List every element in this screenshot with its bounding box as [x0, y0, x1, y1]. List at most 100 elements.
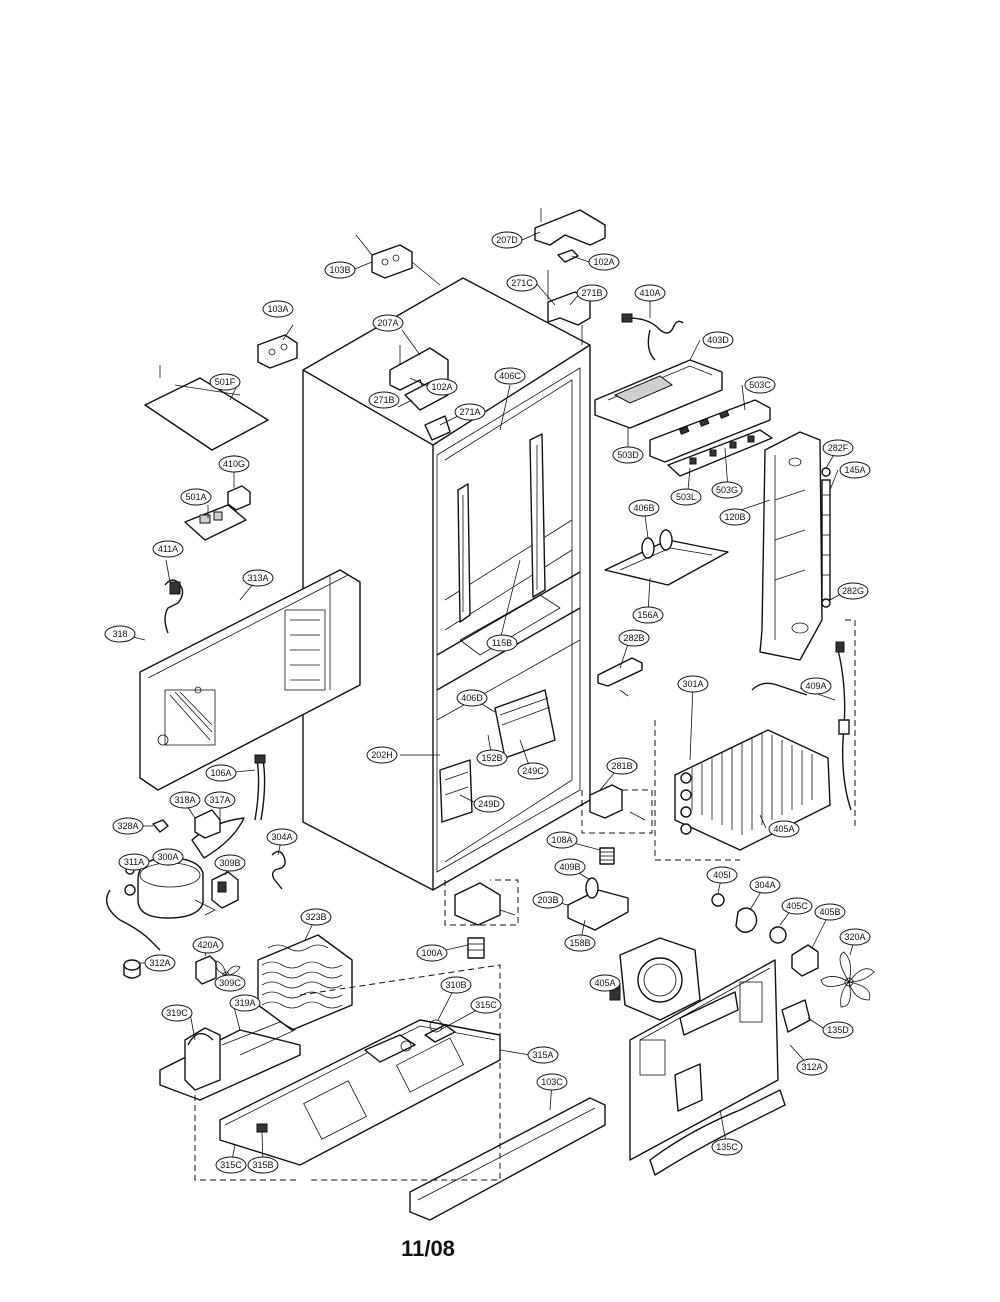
callout-label: 115B: [492, 638, 512, 648]
callout-label: 145A: [844, 465, 865, 475]
callout-bubble: [527, 1046, 559, 1064]
callout-label: 304A: [754, 880, 775, 890]
callout-label: 207A: [377, 318, 398, 328]
callout-158b: 158B: [564, 934, 596, 952]
callout-135d: 135D: [822, 1021, 854, 1039]
callout-bubble: [152, 848, 184, 866]
callout-281b: 281B: [606, 757, 638, 775]
callout-503l: 503L: [670, 488, 702, 506]
display-503c: [649, 399, 771, 463]
callout-bubble: [112, 817, 144, 835]
callout-271b: 271B: [368, 391, 400, 409]
callout-409a: 409A: [800, 677, 832, 695]
callout-bubble: [204, 791, 236, 809]
callout-120b: 120B: [719, 508, 751, 526]
callout-406c: 406C: [494, 367, 526, 385]
callout-bubble: [564, 934, 596, 952]
callout-label: 323B: [305, 912, 326, 922]
compressor-300a: [106, 857, 216, 951]
callout-label: 207D: [496, 235, 518, 245]
callout-bubble: [768, 820, 800, 838]
callout-bubble: [214, 854, 246, 872]
callout-313a: 313A: [242, 569, 274, 587]
callout-bubble: [180, 488, 212, 506]
callout-bubble: [822, 1021, 854, 1039]
bracket-103b: [355, 234, 413, 279]
callout-bubble: [300, 908, 332, 926]
callout-bubble: [161, 1004, 193, 1022]
part-420a: [195, 955, 217, 985]
callout-420a: 420A: [192, 936, 224, 954]
callout-410g: 410G: [218, 455, 250, 473]
callout-label: 503C: [749, 380, 771, 390]
callout-bubble: [324, 261, 356, 279]
callout-152b: 152B: [476, 749, 508, 767]
callout-label: 249C: [522, 766, 544, 776]
callout-label: 301A: [682, 679, 703, 689]
callout-label: 320A: [844, 932, 865, 942]
callout-label: 318A: [174, 795, 195, 805]
callout-bubble: [426, 378, 458, 396]
callout-108a: 108A: [546, 831, 578, 849]
callout-label: 318: [112, 629, 127, 639]
callout-label: 319A: [234, 998, 255, 1008]
callout-323b: 323B: [300, 908, 332, 926]
callout-320a: 320A: [839, 928, 871, 946]
callout-bubble: [612, 446, 644, 464]
part-328a: [152, 819, 169, 833]
callout-271c: 271C: [506, 274, 538, 292]
callout-label: 103C: [541, 1077, 563, 1087]
callout-102a-b: 102A: [426, 378, 458, 396]
callout-label: 282B: [623, 633, 644, 643]
callout-317a: 317A: [204, 791, 236, 809]
callout-label: 319C: [166, 1008, 188, 1018]
callout-411a: 411A: [152, 540, 184, 558]
callout-label: 300A: [157, 852, 178, 862]
callout-bubble: [368, 391, 400, 409]
callout-bubble: [242, 569, 274, 587]
callout-312a-left: 312A: [144, 954, 176, 972]
callout-100a: 100A: [416, 944, 448, 962]
drain-pan-319: [159, 1021, 301, 1101]
callout-bubble: [494, 367, 526, 385]
callout-bubble: [440, 976, 472, 994]
evaporator-301a: [674, 682, 831, 851]
callout-bubble: [486, 634, 518, 652]
relay-318a: [191, 809, 245, 859]
callout-label: 405C: [786, 901, 808, 911]
callout-406d: 406D: [456, 689, 488, 707]
callout-label: 312A: [149, 958, 170, 968]
callout-label: 405I: [713, 870, 731, 880]
callout-318: 318: [104, 625, 136, 643]
callout-label: 410G: [223, 459, 245, 469]
callout-405a: 405A: [589, 974, 621, 992]
callout-bubble: [205, 764, 237, 782]
callout-115b: 115B: [486, 634, 518, 652]
callout-bubble: [192, 936, 224, 954]
callout-bubble: [470, 996, 502, 1014]
callout-label: 102A: [593, 257, 614, 267]
callout-label: 503G: [716, 485, 738, 495]
base-plate-315a: [219, 1019, 501, 1166]
callout-label: 405A: [773, 824, 794, 834]
callout-bubble: [169, 791, 201, 809]
callout-103b: 103B: [324, 261, 356, 279]
callout-label: 103B: [329, 265, 350, 275]
callout-203b: 203B: [532, 891, 564, 909]
callout-300a: 300A: [152, 848, 184, 866]
callout-301a: 301A: [677, 675, 709, 693]
callout-label: 409B: [559, 862, 580, 872]
callout-label: 503L: [676, 492, 696, 502]
sensor-409a: [835, 641, 852, 811]
callout-label: 315C: [220, 1160, 242, 1170]
callout-bubble: [589, 974, 621, 992]
callout-202h: 202H: [366, 746, 398, 764]
condenser-323b: [257, 934, 353, 1031]
callout-bubble: [247, 1156, 279, 1174]
callout-bubble: [536, 1073, 568, 1091]
callout-bubble: [366, 746, 398, 764]
heater-145a: [821, 467, 831, 608]
callout-label: 271A: [459, 407, 480, 417]
